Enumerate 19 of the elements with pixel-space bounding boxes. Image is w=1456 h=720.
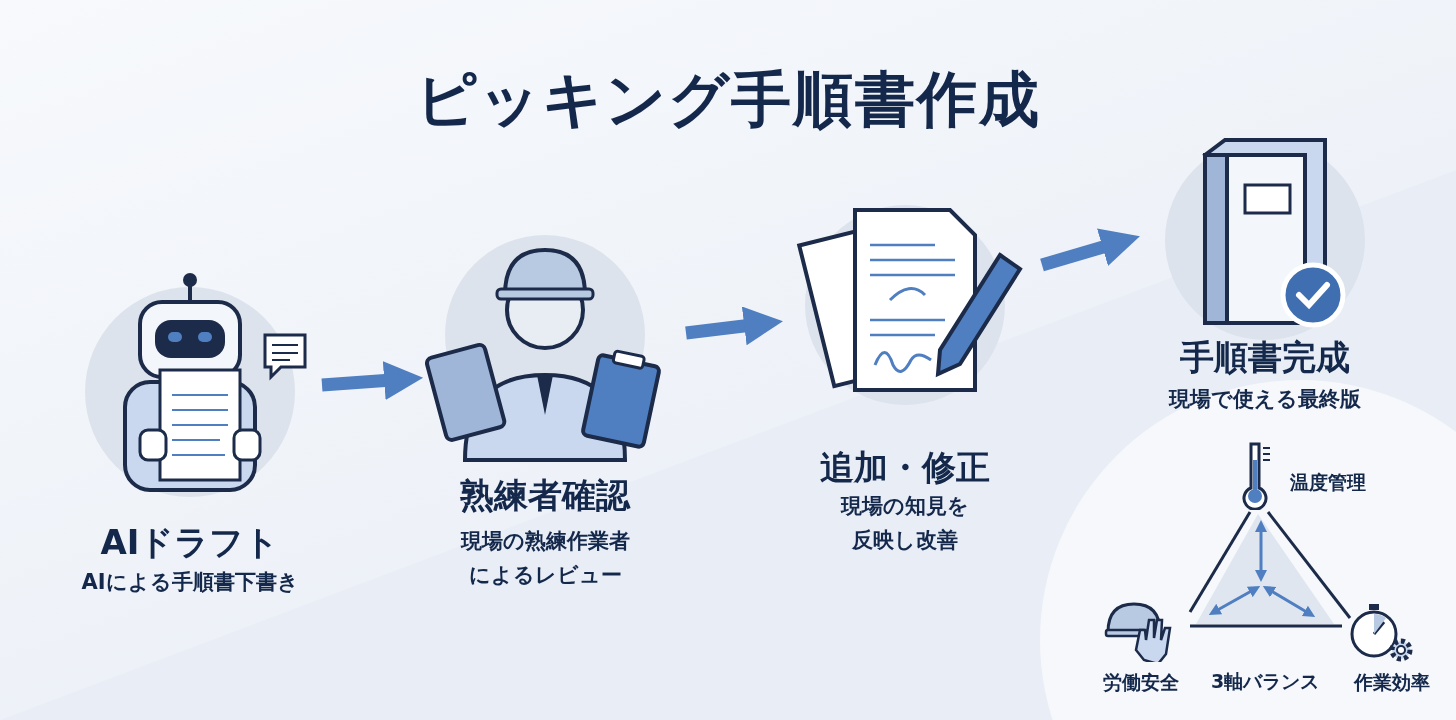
step-title: 手順書完成 [1179,336,1351,379]
title: ピッキング手順書作成 [414,63,1042,136]
axis-label: 労働安全 [1102,670,1180,695]
triangle-side [1188,511,1252,613]
step-title: 追加・修正 [819,446,991,489]
axis-label: 作業効率 [1352,670,1431,695]
axis-label: 温度管理 [1290,470,1366,495]
arrow [685,306,783,346]
step-description: 現場の熟練作業者によるレビュー [459,528,631,589]
step-title: 熟練者確認 [459,474,632,517]
step-description: 現場で使える最終版 [1167,386,1362,413]
triangle-side [1266,511,1352,619]
step-description: AIによる手順書下書き [80,569,300,596]
arrow [1040,228,1140,272]
step-title: AIドラフト [99,521,281,564]
triangle-side [1190,624,1342,628]
step-description: 現場の知見を反映し改善 [839,493,970,554]
axis-label: 3軸バランス [1209,669,1321,694]
arrow [321,361,424,400]
